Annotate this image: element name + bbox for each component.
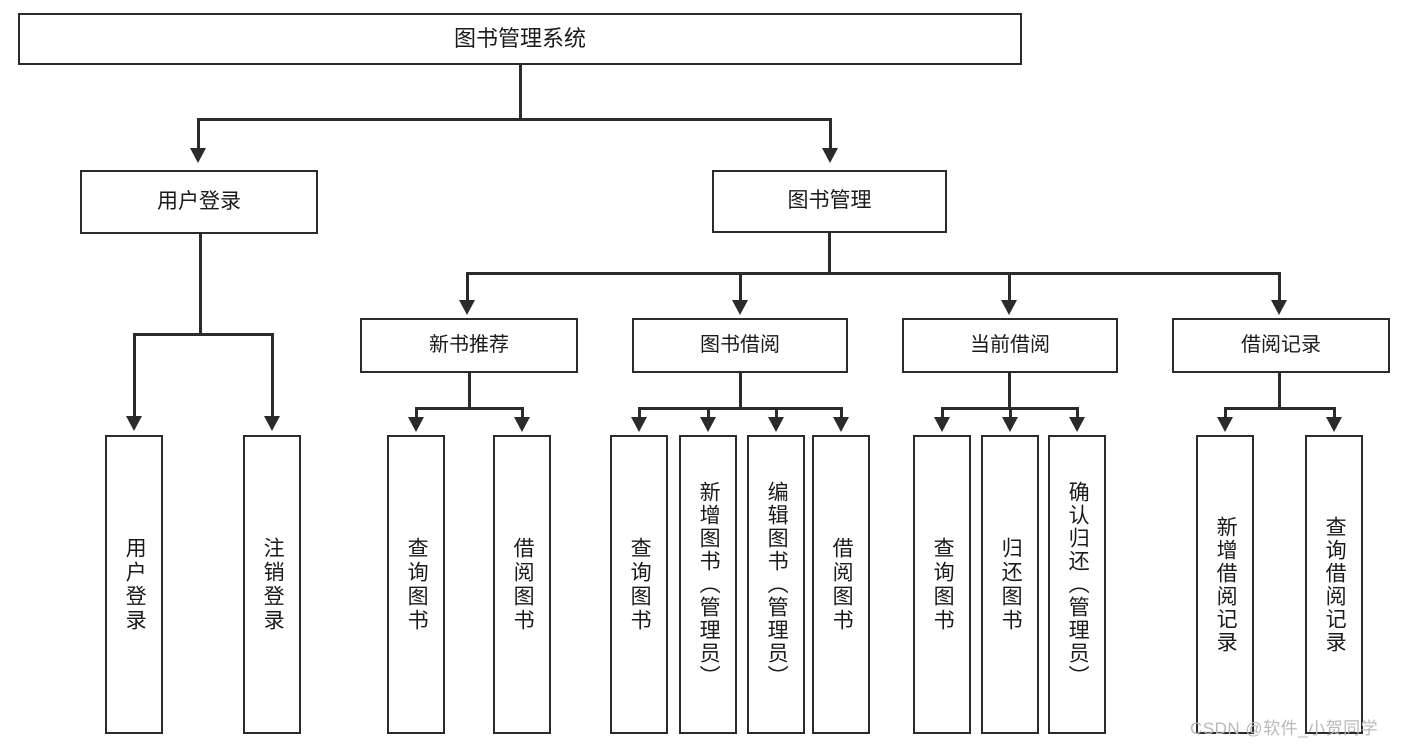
leaf-user-login-2[interactable]: 注销登录 [243,435,301,734]
arrow-book-manage-child-2 [732,300,748,315]
node-label: 确认归还（管理员） [1066,481,1090,688]
arrow-book-borrow-leaf-1 [631,417,647,432]
connector-current-borrow-drop-3 [1076,407,1079,419]
connector-borrow-record-bus [1224,407,1335,410]
node-label: 当前借阅 [970,334,1050,356]
leaf-user-login-1[interactable]: 用户登录 [105,435,163,734]
connector-book-manage-drop-1 [466,272,469,302]
connector-book-borrow-stem [739,373,742,409]
node-label: 查询图书 [628,536,652,633]
connector-borrow-record-drop-1 [1224,407,1227,419]
arrow-root-to-book-manage [822,148,838,163]
arrow-current-borrow-leaf-2 [1002,417,1018,432]
leaf-borrow-record-2[interactable]: 查询借阅记录 [1305,435,1363,734]
connector-current-borrow-drop-2 [1009,407,1012,419]
node-label: 查询图书 [405,536,429,633]
connector-book-borrow-drop-3 [775,407,778,419]
connector-book-borrow-bus [638,407,842,410]
connector-new-book-bus [415,407,523,410]
connector-book-manage-bus [466,272,1278,275]
arrow-current-borrow-leaf-1 [934,417,950,432]
node-current-borrow[interactable]: 当前借阅 [902,318,1118,373]
leaf-current-borrow-3[interactable]: 确认归还（管理员） [1048,435,1106,734]
connector-user-login-stem [199,234,202,335]
connector-user-login-bus [133,333,273,336]
arrow-book-borrow-leaf-2 [700,417,716,432]
arrow-current-borrow-leaf-3 [1069,417,1085,432]
node-user-login[interactable]: 用户登录 [80,170,318,234]
connector-root-to-book-manage [829,118,832,150]
node-label: 用户登录 [157,189,241,213]
connector-root-to-user-login [197,118,200,150]
connector-new-book-stem [468,373,471,409]
arrow-book-manage-child-4 [1271,300,1287,315]
connector-root-stem [519,65,522,120]
node-label: 借阅图书 [511,536,535,633]
node-label: 查询借阅记录 [1323,515,1347,654]
leaf-book-borrow-3[interactable]: 编辑图书（管理员） [747,435,805,734]
leaf-new-book-1[interactable]: 查询图书 [387,435,445,734]
csdn-watermark: CSDN @软件_小贺同学 [1190,719,1379,738]
node-label: 图书管理 [787,189,872,213]
node-label: 编辑图书（管理员） [765,481,789,688]
connector-current-borrow-stem [1008,373,1011,409]
node-label: 借阅记录 [1241,334,1321,356]
leaf-book-borrow-4[interactable]: 借阅图书 [812,435,870,734]
node-label: 归还图书 [999,536,1023,633]
node-label: 图书管理系统 [453,26,586,52]
node-root-system[interactable]: 图书管理系统 [18,13,1022,65]
node-new-book-recommend[interactable]: 新书推荐 [360,318,578,373]
connector-book-manage-drop-4 [1278,272,1281,302]
connector-root-bus [197,118,831,121]
node-book-borrow[interactable]: 图书借阅 [632,318,848,373]
arrow-borrow-record-leaf-2 [1326,417,1342,432]
arrow-book-manage-child-3 [1001,300,1017,315]
leaf-book-borrow-1[interactable]: 查询图书 [610,435,668,734]
arrow-book-borrow-leaf-3 [768,417,784,432]
node-book-manage[interactable]: 图书管理 [712,170,947,233]
node-label: 查询图书 [931,536,955,633]
leaf-borrow-record-1[interactable]: 新增借阅记录 [1196,435,1254,734]
connector-current-borrow-drop-1 [941,407,944,419]
arrow-book-manage-child-1 [459,300,475,315]
connector-user-login-drop-2 [271,333,274,418]
node-label: 图书借阅 [700,334,780,356]
node-label: 新书推荐 [429,334,509,356]
leaf-new-book-2[interactable]: 借阅图书 [493,435,551,734]
node-label: 新增图书（管理员） [697,481,721,688]
node-borrow-record[interactable]: 借阅记录 [1172,318,1390,373]
leaf-current-borrow-1[interactable]: 查询图书 [913,435,971,734]
arrow-user-login-leaf-1 [126,416,142,431]
node-label: 注销登录 [261,536,285,633]
connector-book-manage-drop-3 [1008,272,1011,302]
node-label: 新增借阅记录 [1214,515,1238,654]
connector-book-manage-drop-2 [739,272,742,302]
leaf-current-borrow-2[interactable]: 归还图书 [981,435,1039,734]
node-label: 借阅图书 [830,536,854,633]
arrow-new-book-leaf-2 [514,417,530,432]
connector-user-login-drop-1 [133,333,136,418]
arrow-root-to-user-login [190,148,206,163]
arrow-book-borrow-leaf-4 [833,417,849,432]
leaf-book-borrow-2[interactable]: 新增图书（管理员） [679,435,737,734]
connector-book-borrow-drop-1 [638,407,641,419]
connector-borrow-record-stem [1278,373,1281,409]
connector-book-borrow-drop-4 [840,407,843,419]
node-label: 用户登录 [123,536,147,633]
connector-borrow-record-drop-2 [1333,407,1336,419]
connector-book-borrow-drop-2 [707,407,710,419]
connector-new-book-drop-2 [521,407,524,419]
connector-new-book-drop-1 [415,407,418,419]
arrow-user-login-leaf-2 [264,416,280,431]
arrow-new-book-leaf-1 [408,417,424,432]
arrow-borrow-record-leaf-1 [1217,417,1233,432]
connector-book-manage-stem [828,233,831,274]
